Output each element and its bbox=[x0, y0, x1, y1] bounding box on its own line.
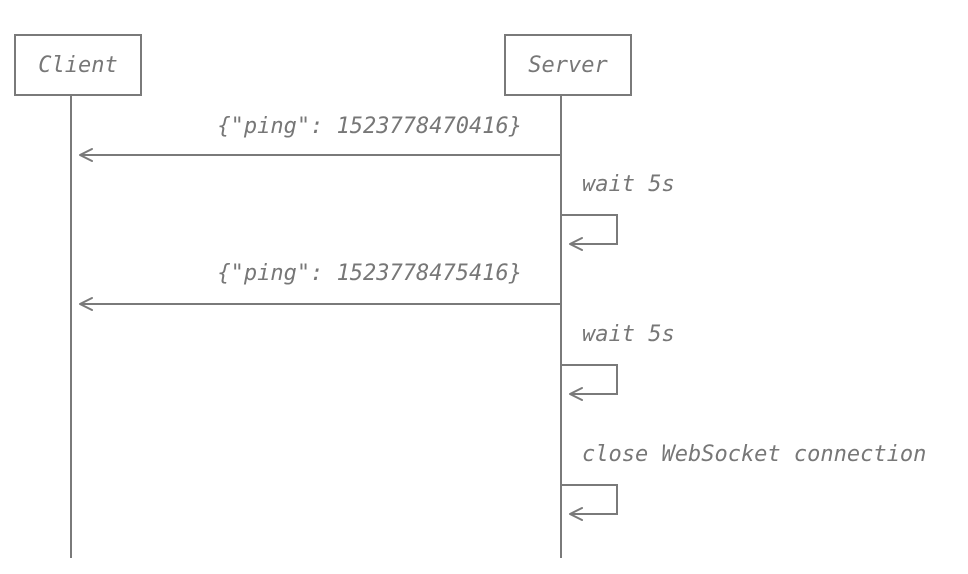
arrowhead-icon bbox=[569, 387, 583, 401]
message-label: close WebSocket connection bbox=[582, 442, 926, 467]
message-wait-1: wait 5s bbox=[561, 172, 675, 251]
self-loop-line bbox=[561, 364, 618, 395]
arrowhead-icon bbox=[79, 297, 93, 311]
participant-label-server: Server bbox=[528, 53, 608, 78]
arrowhead-icon bbox=[79, 148, 93, 162]
participant-box-server bbox=[504, 34, 632, 96]
message-close-connection: close WebSocket connection bbox=[561, 442, 926, 521]
self-loop-line bbox=[561, 214, 618, 245]
message-wait-2: wait 5s bbox=[561, 322, 675, 401]
message-label: wait 5s bbox=[582, 172, 675, 197]
message-ping-2: {"ping": 1523778475416} bbox=[79, 261, 561, 311]
self-loop-line bbox=[561, 484, 618, 515]
participant-server: Server bbox=[504, 34, 632, 558]
message-label: {"ping": 1523778470416} bbox=[217, 114, 522, 139]
message-label: wait 5s bbox=[582, 322, 675, 347]
participant-label-client: Client bbox=[38, 53, 117, 78]
arrowhead-icon bbox=[569, 507, 583, 521]
message-ping-1: {"ping": 1523778470416} bbox=[79, 114, 561, 162]
participant-box-client bbox=[14, 34, 142, 96]
arrowhead-icon bbox=[569, 237, 583, 251]
message-label: {"ping": 1523778475416} bbox=[217, 261, 522, 286]
participant-client: Client bbox=[14, 34, 142, 558]
